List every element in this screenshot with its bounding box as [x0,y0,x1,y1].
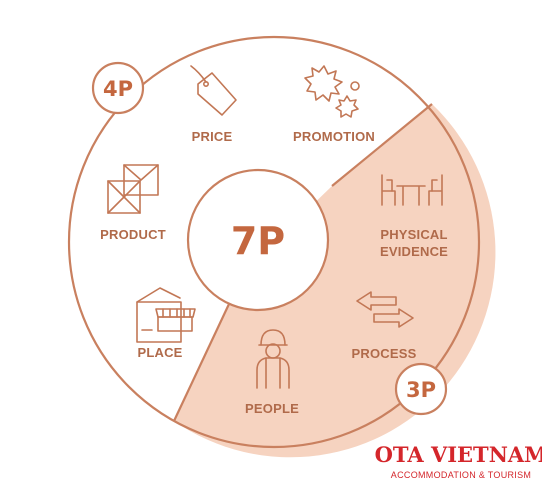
three-p-label: 3P [406,378,436,402]
promotion-burst-icon [304,65,360,118]
product-box-icon [107,164,159,214]
physical-evidence-label-line1: PHYSICAL [380,227,447,242]
price-label: PRICE [192,129,233,144]
outer-circle [67,35,481,449]
process-label: PROCESS [352,346,417,361]
people-label: PEOPLE [245,401,299,416]
center-label: 7P [231,219,285,263]
three-p-badge [394,362,448,416]
center-circle [186,168,330,312]
physical-evidence-label-line2: EVIDENCE [380,244,448,259]
place-store-icon [136,287,196,343]
table-chairs-icon [381,174,443,206]
process-arrows-icon [356,291,414,328]
divider-bottom [173,303,230,422]
product-label: PRODUCT [100,227,166,242]
brand-name: OTA VIETNAM [375,442,542,467]
brand-tagline: ACCOMMODATION & TOURISM [391,470,531,480]
price-tag-icon [190,65,237,116]
four-p-label: 4P [103,77,133,101]
promotion-label: PROMOTION [293,129,375,144]
divider-top [331,103,433,187]
place-label: PLACE [137,345,182,360]
people-worker-icon [256,329,290,389]
four-p-badge [91,61,145,115]
